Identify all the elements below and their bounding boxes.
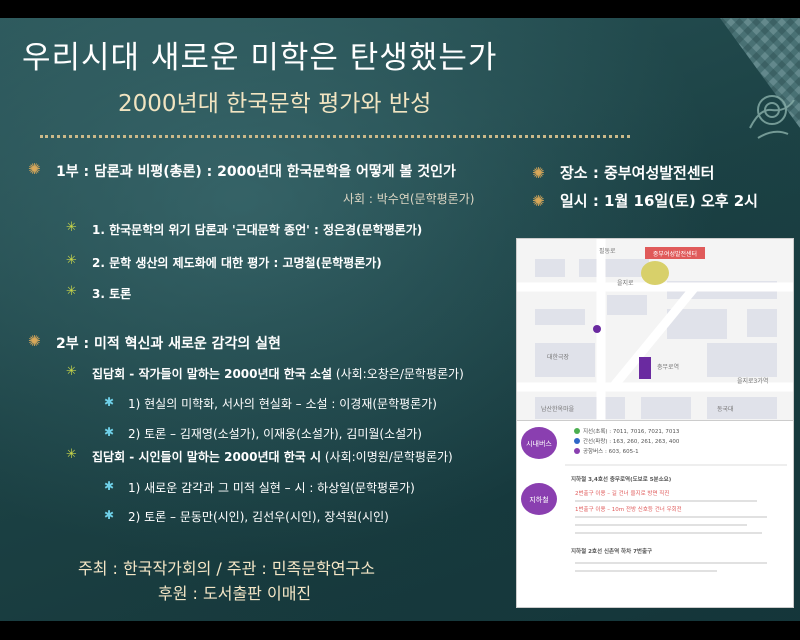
page-subtitle: 2000년대 한국문학 평가와 반성	[118, 91, 432, 117]
session1-item-1: 1) 현실의 미학화, 서사의 현실화 – 소설 : 이경재(문학평론가)	[128, 397, 437, 411]
svg-text:충무로역: 충무로역	[657, 363, 679, 371]
lattice-decoration-icon	[720, 18, 800, 139]
page-title: 우리시대 새로운 미학은 탄생했는가	[22, 40, 498, 76]
svg-text:대한극장: 대한극장	[547, 353, 570, 361]
svg-text:남산한옥마을: 남산한옥마을	[541, 405, 575, 413]
svg-text:필동로: 필동로	[599, 248, 616, 255]
map-venue-tag: 중부여성발전센터	[653, 250, 697, 258]
part2-heading: 2부 : 미적 혁신과 새로운 감각의 실현	[56, 336, 281, 352]
session1-item-2: 2) 토론 – 김재영(소설가), 이재웅(소설가), 김미월(소설가)	[128, 427, 422, 441]
asterisk-bullet-icon: ✱	[104, 479, 115, 493]
bus-line-2: 간선(파랑) : 163, 260, 261, 263, 400	[583, 437, 680, 445]
subway-line-4: 지하철 2호선 신촌역 하차 7번출구	[571, 547, 652, 555]
bus-badge: 시내버스	[526, 439, 552, 448]
part1-item-1: 1. 한국문학의 위기 담론과 '근대문학 종언' : 정은경(문학평론가)	[92, 223, 423, 237]
bus-line-3: 공항버스 : 603, 605-1	[583, 447, 639, 455]
subway-line-1: 지하철 3,4호선 충무로역(도보로 5분소요)	[571, 475, 672, 483]
asterisk-bullet-icon: ✱	[104, 508, 115, 522]
svg-text:동국대: 동국대	[717, 405, 734, 413]
asterisk-bullet-icon: ✱	[104, 425, 115, 439]
footer-organizers: 주최 : 한국작가회의 / 주관 : 민족문학연구소	[78, 559, 375, 578]
session2-title: 집담회 - 시인들이 말하는 2000년대 한국 시 (사회:이명원/문학평론가…	[92, 450, 453, 464]
session2-item-1: 1) 새로운 감각과 그 미적 실현 – 시 : 하상일(문학평론가)	[128, 481, 415, 495]
transit-guide-drawing: 시내버스 지하철 지선(초록) : 7011, 7016, 7021, 7013…	[517, 421, 793, 607]
star-bullet-icon: ✳	[66, 220, 77, 235]
footer-sponsor: 후원 : 도서출판 이매진	[158, 584, 312, 603]
session2-item-2: 2) 토론 – 문동만(시인), 김선우(시인), 장석원(시인)	[128, 510, 389, 524]
map-drawing: 중부여성발전센터 필동로 을지로 대한극장 충무로역 남산한옥마을 동국대 을지…	[517, 239, 793, 429]
bus-line-1: 지선(초록) : 7011, 7016, 7021, 7013	[583, 427, 680, 435]
part1-item-2: 2. 문학 생산의 제도화에 대한 평가 : 고명철(문학평론가)	[92, 256, 382, 270]
subway-badge: 지하철	[529, 495, 548, 504]
part1-heading: 1부 : 담론과 비평(총론) : 2000년대 한국문학을 어떻게 볼 것인가	[56, 164, 456, 180]
star-bullet-icon: ✳	[66, 447, 77, 462]
subway-line-2: 2번출구 이용 – 길 건너 을지로 방면 직진	[575, 489, 669, 497]
part1-item-3: 3. 토론	[92, 287, 132, 301]
flower-bullet-icon: ✺	[28, 332, 41, 350]
session1-title: 집담회 - 작가들이 말하는 2000년대 한국 소설 (사회:오창은/문학평론…	[92, 367, 464, 381]
star-bullet-icon: ✳	[66, 284, 77, 299]
asterisk-bullet-icon: ✱	[104, 395, 115, 409]
svg-text:을지로: 을지로	[617, 279, 634, 287]
flower-bullet-icon: ✺	[532, 192, 545, 210]
venue: 장소 : 중부여성발전센터	[560, 164, 715, 182]
svg-text:을지로3가역: 을지로3가역	[737, 377, 768, 385]
subway-line-3: 1번출구 이용 – 10m 전방 신호등 건너 우회전	[575, 505, 682, 513]
slide: 우리시대 새로운 미학은 탄생했는가 2000년대 한국문학 평가와 반성 ✺ …	[0, 18, 800, 621]
transit-guide: 시내버스 지하철 지선(초록) : 7011, 7016, 7021, 7013…	[516, 420, 794, 608]
location-map: 중부여성발전센터 필동로 을지로 대한극장 충무로역 남산한옥마을 동국대 을지…	[516, 238, 794, 430]
star-bullet-icon: ✳	[66, 253, 77, 268]
flower-bullet-icon: ✺	[532, 164, 545, 182]
event-date: 일시 : 1월 16일(토) 오후 2시	[560, 192, 758, 210]
star-bullet-icon: ✳	[66, 364, 77, 379]
flower-bullet-icon: ✺	[28, 160, 41, 178]
part1-moderator: 사회 : 박수연(문학평론가)	[343, 192, 475, 206]
dotted-divider	[40, 135, 630, 138]
